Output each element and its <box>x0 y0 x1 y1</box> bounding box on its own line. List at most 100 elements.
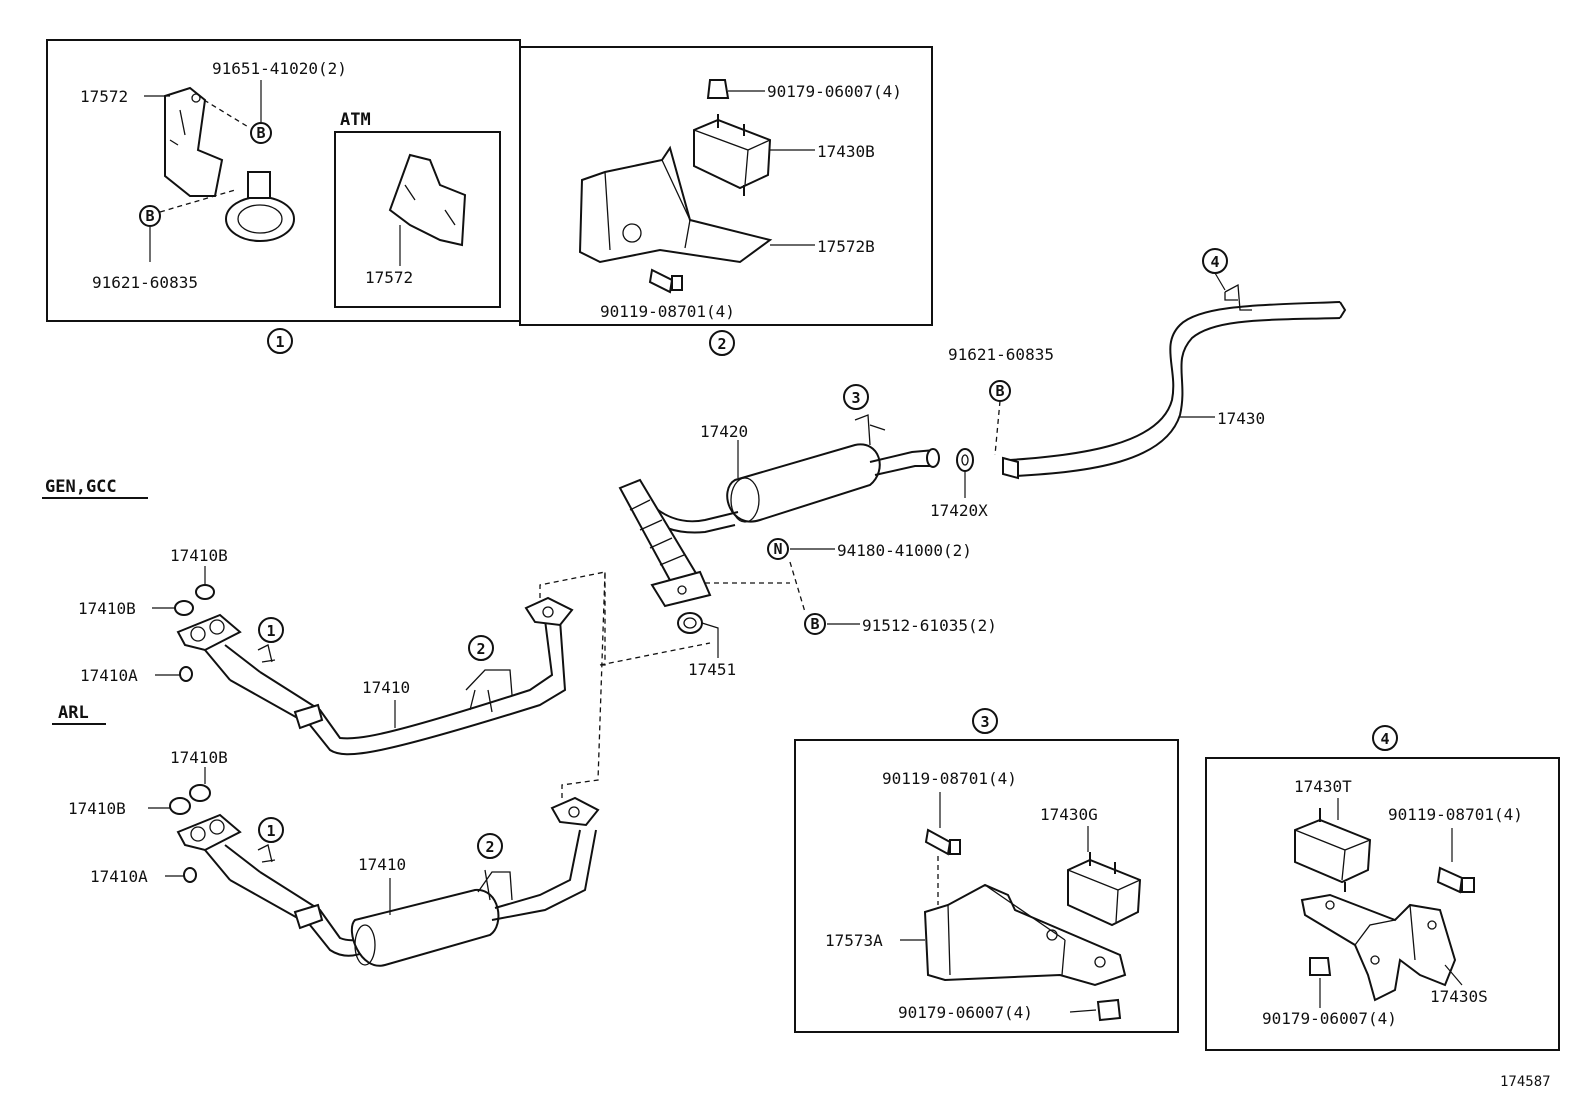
mount-insulator-17430b <box>693 114 772 196</box>
front-pipe-17410-gen <box>176 596 574 756</box>
hanger-bracket-17572-atm <box>388 153 467 247</box>
label-17572: 17572 <box>80 87 128 106</box>
bracket-17572b <box>578 145 773 264</box>
gasket-17410b-gen <box>174 584 215 616</box>
callout-4-number: 4 <box>1210 253 1219 271</box>
label-17410-gen: 17410 <box>362 678 410 697</box>
nut-17410a-gen <box>179 666 193 682</box>
detail-box-2: 90179-06007(4) 17430B 17572B 90119-08701… <box>519 46 933 326</box>
callout-1-number: 1 <box>275 333 284 351</box>
label-17410-arl: 17410 <box>358 855 406 874</box>
label-17572-atm: 17572 <box>365 268 413 287</box>
label-17430b: 17430B <box>817 142 875 161</box>
gasket-17451 <box>677 612 703 634</box>
nut-n-symbol: N <box>767 538 789 560</box>
nut-n-letter: N <box>773 540 782 558</box>
mount-insulator-17430t <box>1294 808 1372 892</box>
callout-3-main: 3 <box>843 384 869 410</box>
callout-3-box: 3 <box>972 708 998 734</box>
callout-3-number: 3 <box>980 713 989 731</box>
label-17573a: 17573A <box>825 931 883 950</box>
callout-1-number: 1 <box>266 622 275 640</box>
label-91512-61035: 91512-61035(2) <box>862 616 997 635</box>
bracket-17573a <box>923 883 1127 987</box>
atm-sub-box <box>334 131 501 308</box>
bolt-b-letter: B <box>995 382 1004 400</box>
label-17420x: 17420X <box>930 501 988 520</box>
gasket-17410b-arl <box>169 784 211 815</box>
label-90179-06007: 90179-06007(4) <box>767 82 902 101</box>
label-17451: 17451 <box>688 660 736 679</box>
bolt-b-symbol: B <box>139 205 161 227</box>
label-91621-60835-main: 91621-60835 <box>948 345 1054 364</box>
bolt-b-symbol: B <box>250 122 272 144</box>
detail-box-1: B B 17572 91651-41020(2) 91621-60835 ATM… <box>46 39 521 322</box>
label-17430g: 17430G <box>1040 805 1098 824</box>
callout-1-arl: 1 <box>258 817 284 843</box>
label-90119-08701-box3: 90119-08701(4) <box>882 769 1017 788</box>
label-17430s: 17430S <box>1430 987 1488 1006</box>
callout-2-gen: 2 <box>468 635 494 661</box>
bolt-b-letter: B <box>256 124 265 142</box>
callout-2: 2 <box>709 330 735 356</box>
hanger-bracket-17572 <box>164 86 224 197</box>
label-90119-08701-box4: 90119-08701(4) <box>1388 805 1523 824</box>
nut-17410a-arl <box>183 867 197 883</box>
front-pipe-17410-arl <box>176 796 600 967</box>
callout-2-number: 2 <box>476 640 485 658</box>
callout-1: 1 <box>267 328 293 354</box>
atm-label: ATM <box>340 110 371 130</box>
detail-box-3-frame <box>794 739 1179 1033</box>
label-17410a-arl: 17410A <box>90 867 148 886</box>
bolt-b-letter: B <box>145 207 154 225</box>
label-90119-08701: 90119-08701(4) <box>600 302 735 321</box>
detail-box-3: 90119-08701(4) 17430G 17573A 90179-06007… <box>794 739 1179 1033</box>
label-91621-60835: 91621-60835 <box>92 273 198 292</box>
section-arl: ARL <box>58 703 89 723</box>
detail-box-4: 17430T 90119-08701(4) 17430S 90179-06007… <box>1205 757 1560 1051</box>
label-17410b-arl-side: 17410B <box>68 799 126 818</box>
muffler-17420 <box>639 414 940 534</box>
label-90179-06007-box3: 90179-06007(4) <box>898 1003 1033 1022</box>
label-17410b-gen-side: 17410B <box>78 599 136 618</box>
document-id: 174587 <box>1500 1074 1551 1090</box>
bracket-17430s <box>1300 893 1457 1002</box>
label-17410a-gen: 17410A <box>80 666 138 685</box>
exhaust-clamp <box>225 171 295 242</box>
tail-pipe-17430 <box>1002 283 1347 480</box>
nut-90179-box4 <box>1309 957 1332 976</box>
gasket-17420x <box>956 448 974 472</box>
callout-1-gen: 1 <box>258 617 284 643</box>
bolt-90119-box4 <box>1436 866 1475 894</box>
bolt-b-letter: B <box>810 615 819 633</box>
detail-box-4-frame <box>1205 757 1560 1051</box>
callout-2-number: 2 <box>717 335 726 353</box>
label-90179-06007-box4: 90179-06007(4) <box>1262 1009 1397 1028</box>
label-17410b-gen-top: 17410B <box>170 546 228 565</box>
label-17430: 17430 <box>1217 409 1265 428</box>
label-17572b: 17572B <box>817 237 875 256</box>
bolt-90119 <box>648 268 683 294</box>
callout-4-main: 4 <box>1202 248 1228 274</box>
label-94180-41000: 94180-41000(2) <box>837 541 972 560</box>
detail-box-2-frame <box>519 46 933 326</box>
label-17430t: 17430T <box>1294 777 1352 796</box>
center-pipe <box>618 478 712 608</box>
label-17410b-arl-top: 17410B <box>170 748 228 767</box>
callout-4-number: 4 <box>1380 730 1389 748</box>
nut-90179 <box>706 79 730 99</box>
mount-insulator-17430g <box>1067 852 1142 927</box>
callout-4-box: 4 <box>1372 725 1398 751</box>
bolt-90119-box3 <box>924 828 961 856</box>
callout-1-number: 1 <box>266 822 275 840</box>
callout-2-number: 2 <box>485 838 494 856</box>
nut-90179-box3 <box>1096 998 1122 1022</box>
bolt-b-symbol: B <box>804 613 826 635</box>
callout-2-arl: 2 <box>477 833 503 859</box>
label-17420: 17420 <box>700 422 748 441</box>
callout-3-number: 3 <box>851 389 860 407</box>
label-91651-41020: 91651-41020(2) <box>212 59 347 78</box>
section-gen-gcc: GEN,GCC <box>45 477 117 497</box>
bolt-b-symbol: B <box>989 380 1011 402</box>
